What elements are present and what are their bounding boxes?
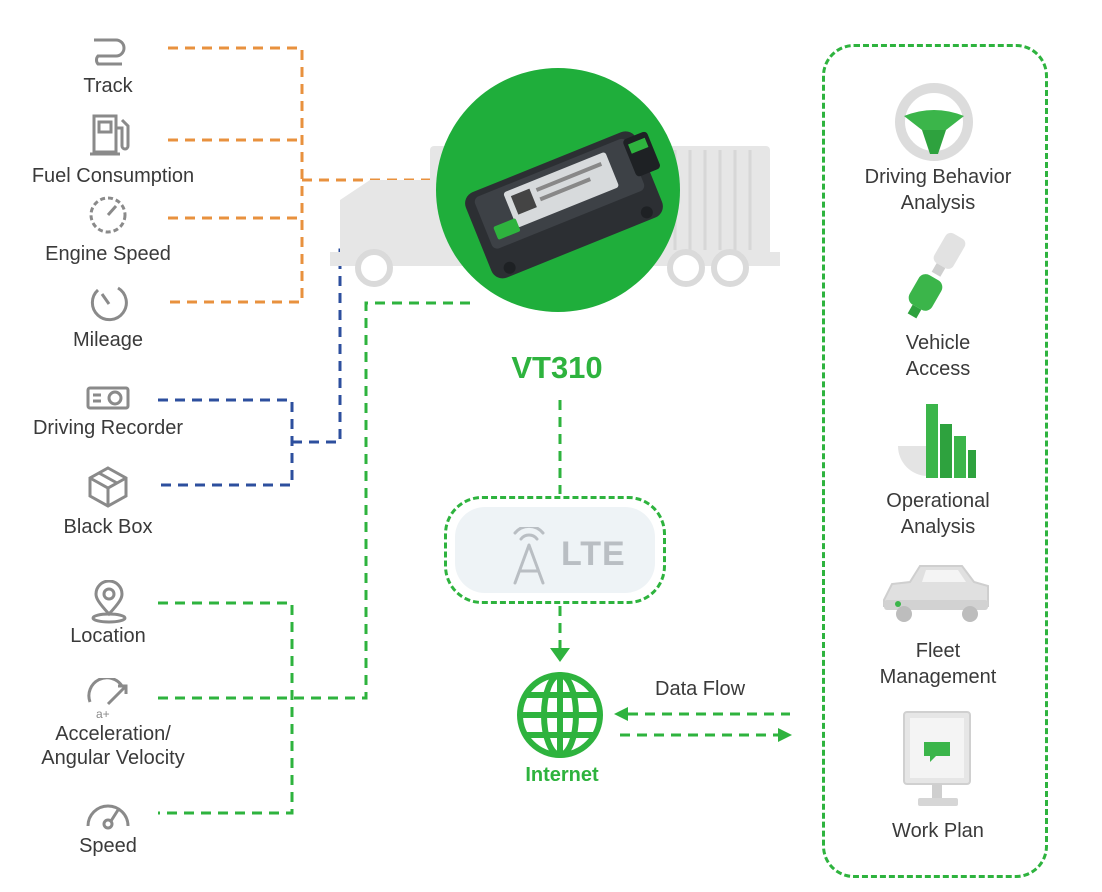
label-acceleration: Acceleration/: [55, 723, 171, 745]
globe-icon: [517, 672, 603, 758]
location-pin-icon: [91, 580, 127, 624]
data-flow-label: Data Flow: [655, 678, 746, 700]
label-fleet-line2: Management: [879, 666, 997, 688]
label-engine-speed: Engine Speed: [45, 243, 171, 265]
lte-box: LTE: [444, 496, 666, 604]
green-connectors: [158, 301, 790, 815]
car-icon: [883, 565, 989, 622]
label-work-plan: Work Plan: [892, 820, 984, 842]
label-operational-line1: Operational: [886, 490, 990, 512]
device-circle: [436, 68, 680, 312]
label-fleet-line1: Fleet: [915, 640, 961, 662]
steering-wheel-icon: [895, 83, 973, 161]
device-image: [465, 131, 663, 279]
label-driving-recorder: Driving Recorder: [32, 417, 184, 439]
label-angular-velocity: Angular Velocity: [41, 747, 185, 769]
box-icon: [88, 466, 128, 508]
label-location: Location: [70, 625, 146, 647]
antenna-icon: [513, 527, 545, 585]
services-panel: [822, 44, 1048, 878]
internet-label: Internet: [525, 764, 599, 786]
speedometer-icon: [86, 804, 130, 830]
label-black-box: Black Box: [63, 516, 153, 538]
mileage-dial-icon: [90, 286, 128, 322]
right-arrowhead: [778, 728, 792, 742]
label-vehicle-line1: Vehicle: [905, 332, 971, 354]
camera-icon: [86, 386, 130, 410]
connector-plug-icon: [907, 232, 966, 319]
bar-chart-icon: [898, 404, 976, 478]
label-mileage: Mileage: [72, 329, 144, 351]
label-track: Track: [83, 75, 133, 97]
label-driving-behavior-line1: Driving Behavior: [864, 166, 1012, 188]
down-arrowhead: [550, 648, 570, 662]
monitor-icon: [903, 711, 971, 806]
label-speed: Speed: [79, 835, 137, 857]
tachometer-icon: [89, 196, 127, 234]
fuel-pump-icon: [90, 114, 130, 156]
label-driving-behavior-line2: Analysis: [900, 192, 976, 214]
left-arrowhead: [614, 707, 628, 721]
acceleration-icon: a+: [87, 678, 128, 720]
label-fuel: Fuel Consumption: [31, 165, 195, 187]
label-operational-line2: Analysis: [900, 516, 976, 538]
svg-text:a+: a+: [96, 707, 110, 720]
track-icon: [94, 38, 126, 66]
label-vehicle-line2: Access: [905, 358, 971, 380]
lte-label: LTE: [561, 535, 626, 573]
device-name: VT310: [511, 350, 603, 385]
